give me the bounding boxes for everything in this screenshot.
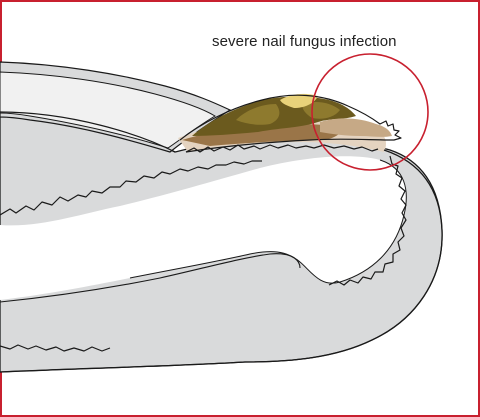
diagram-label: severe nail fungus infection bbox=[212, 33, 397, 51]
